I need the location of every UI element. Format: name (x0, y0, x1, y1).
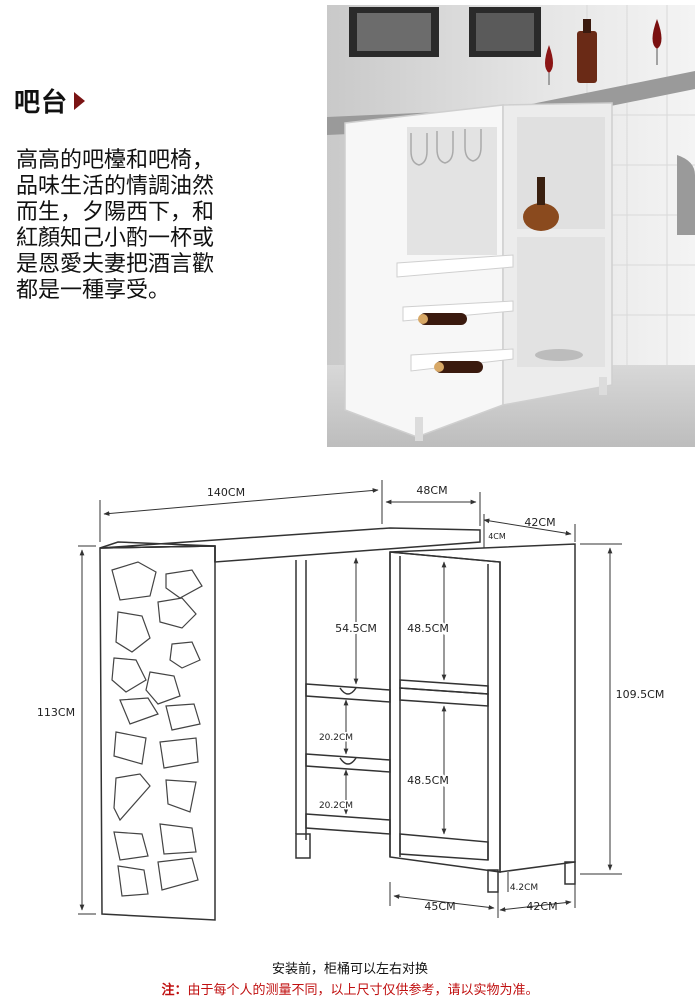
label-upper-shelf-height: 54.5CM (335, 622, 377, 635)
label-top-thickness: 4CM (488, 532, 506, 541)
wine-rack-section (295, 552, 391, 859)
label-base-depth: 42CM (526, 900, 557, 913)
dim-line-45 (393, 894, 495, 910)
dim-line-42-top (483, 518, 572, 536)
label-cabinet-upper-height: 48.5CM (407, 622, 449, 635)
note-label: 注： (161, 983, 188, 998)
description-line: 紅顏知己小酌一杯或 (16, 226, 215, 251)
section-title-text: 吧台 (14, 88, 69, 118)
product-description: 高高的吧檯和吧椅， 品味生活的情調油然 而生，夕陽西下，和 紅顏知己小酌一杯或 … (16, 148, 266, 304)
right-cabinet (389, 543, 576, 893)
label-foot-height: 4.2CM (510, 883, 538, 893)
label-cabinet-lower-height: 48.5CM (407, 774, 449, 787)
description-line: 是恩愛夫妻把酒言歡 (16, 252, 215, 277)
description-line: 而生，夕陽西下，和 (16, 200, 215, 225)
label-right-height: 109.5CM (616, 688, 665, 701)
dimension-diagram: 140CM 48CM 42CM 4CM 113CM 109.5CM 54.5CM… (0, 462, 700, 956)
section-title: 吧台 (14, 82, 86, 119)
description-line: 高高的吧檯和吧椅， (16, 148, 215, 173)
countertop (99, 527, 481, 563)
label-top-depth: 42CM (524, 516, 555, 529)
install-note-text: 安装前，柜桶可以左右对换 (271, 962, 428, 977)
label-top-extension: 48CM (416, 484, 447, 497)
label-wine-rack-upper: 20.2CM (319, 733, 353, 743)
label-top-length: 140CM (207, 486, 245, 499)
dim-line-42-base (499, 900, 572, 912)
note-text: 由于每个人的测量不同，以上尺寸仅供参考，请以实物为准。 (187, 983, 539, 998)
disclaimer-note: 注：由于每个人的测量不同，以上尺寸仅供参考，请以实物为准。 (0, 979, 700, 998)
description-line: 品味生活的情調油然 (16, 174, 215, 199)
product-photo (327, 5, 695, 447)
label-wine-rack-lower: 20.2CM (319, 801, 353, 811)
install-note: 安装前，柜桶可以左右对换 (0, 958, 700, 977)
label-left-height: 113CM (37, 706, 75, 719)
panel-cutouts (111, 561, 203, 897)
dim-line-140 (103, 488, 379, 516)
left-side-panel (99, 541, 216, 921)
play-arrow-icon (74, 91, 86, 110)
description-line: 都是一種享受。 (16, 278, 171, 303)
label-base-width: 45CM (424, 900, 455, 913)
